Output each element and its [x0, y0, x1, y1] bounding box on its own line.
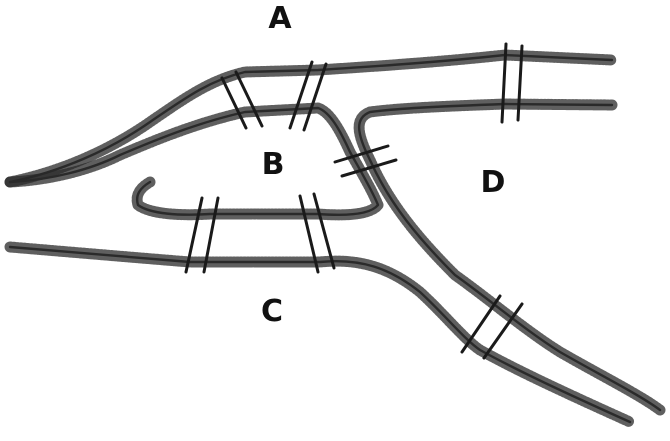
bridge-4 — [298, 192, 336, 274]
river-banks — [4, 49, 666, 428]
bank-island-b — [4, 102, 384, 221]
region-label-c: C — [261, 294, 283, 329]
bridge-5 — [333, 144, 398, 178]
region-labels: A B C D — [261, 1, 505, 329]
bridge-1 — [220, 70, 264, 130]
bank-north-upper — [4, 49, 618, 188]
region-label-b: B — [262, 147, 285, 182]
region-label-d: D — [481, 165, 506, 200]
bridge-7 — [460, 294, 524, 360]
bridge-3 — [184, 196, 220, 274]
bridges — [184, 42, 524, 360]
bridge-6 — [500, 42, 524, 124]
bank-south — [4, 241, 636, 428]
region-label-a: A — [268, 1, 292, 36]
bridge-2 — [288, 60, 328, 132]
bank-east-inner — [353, 98, 666, 416]
